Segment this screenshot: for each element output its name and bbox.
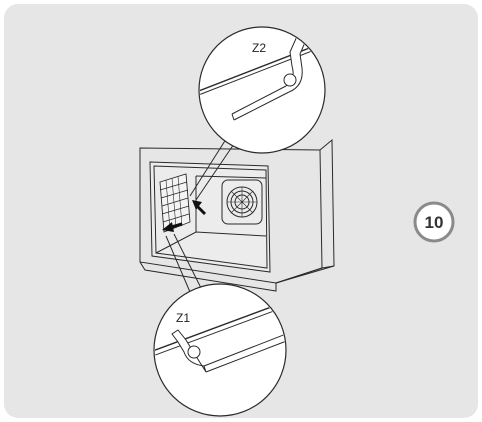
insert-arrow-top — [192, 200, 207, 216]
callout-bottom: Z1 — [153, 283, 287, 417]
side-rack — [159, 173, 191, 233]
callout-leaders — [165, 135, 239, 293]
oven-cavity — [139, 138, 335, 292]
callout-label-z2: Z2 — [252, 41, 266, 55]
step-badge: 10 — [413, 201, 455, 243]
callout-label-z1: Z1 — [176, 311, 190, 325]
callout-top: Z2 — [198, 26, 326, 154]
step-number: 10 — [425, 213, 444, 232]
insert-arrow-bottom — [162, 222, 183, 232]
